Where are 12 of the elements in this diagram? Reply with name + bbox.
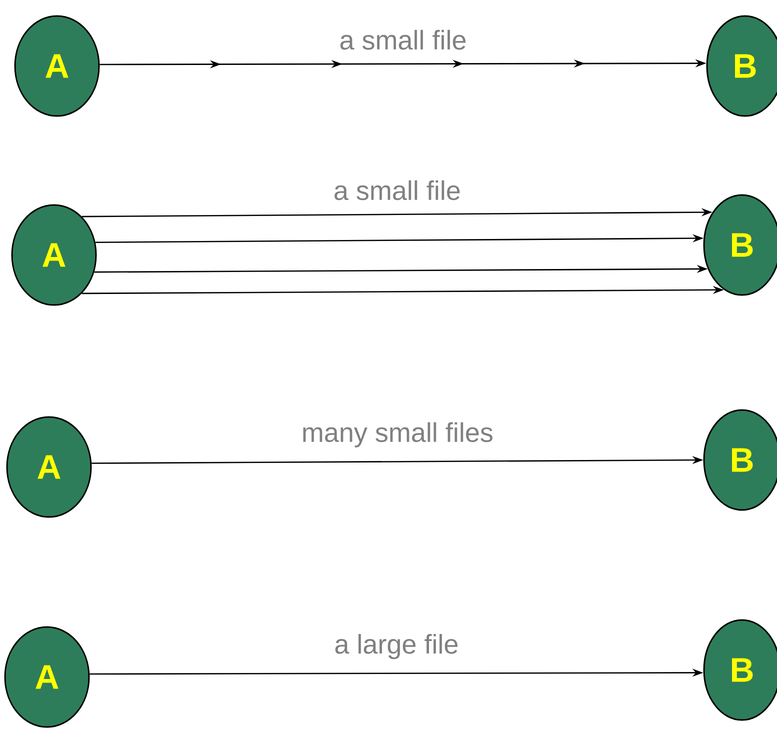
edge-label: a small file	[331, 178, 463, 202]
ellipse-node: B	[703, 619, 777, 721]
edge-label: many small files	[299, 420, 496, 450]
edge-label: a small file	[337, 28, 469, 52]
ellipse-node: A	[6, 416, 92, 518]
ellipse-node: B	[703, 194, 777, 296]
ellipse-node: A	[11, 204, 97, 306]
ellipse-node: B	[703, 409, 777, 511]
ellipse-node: A	[4, 626, 90, 728]
edge-label: a large file	[332, 632, 461, 662]
ellipse-node: A	[14, 15, 100, 117]
ellipse-node: B	[706, 15, 777, 117]
